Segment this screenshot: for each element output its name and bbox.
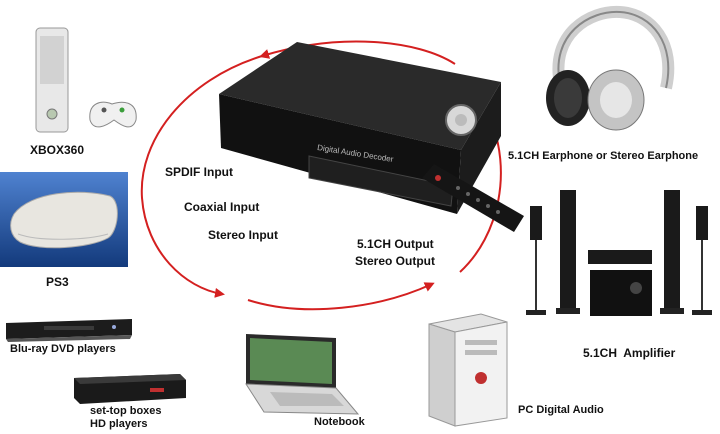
earphone-label: 5.1CH Earphone or Stereo Earphone [508,150,699,162]
remote-control-icon [418,160,528,235]
spdif-input-label: SPDIF Input [165,165,233,179]
flow-arc-left [140,55,263,298]
notebook-label: Notebook [314,416,365,428]
coaxial-input-label: Coaxial Input [184,200,260,214]
pc-tower-icon [425,310,510,428]
pc-label: PC Digital Audio [518,404,604,416]
decoder-box-icon [215,28,505,218]
xbox-label: XBOX360 [30,143,85,157]
settop-box-icon [70,372,188,406]
stereo-input-label: Stereo Input [208,228,279,242]
xbox-console-icon [32,22,142,137]
bluray-player-icon [4,315,134,343]
laptop-icon [240,330,360,420]
output-label-line1: 5.1CH Output [357,237,434,251]
bluray-label: Blu-ray DVD players [10,343,116,355]
headphones-icon [540,4,680,132]
amplifier-label: 5.1CH Amplifier [583,346,676,360]
ps3-console-icon [0,172,128,267]
flow-arc-bottom [247,282,435,311]
speaker-system-icon [524,188,720,323]
ps3-label: PS3 [46,275,69,289]
output-label-line2: Stereo Output [355,254,435,268]
settop-label-line1: set-top boxes [90,405,162,417]
settop-label-line2: HD players [90,418,148,430]
